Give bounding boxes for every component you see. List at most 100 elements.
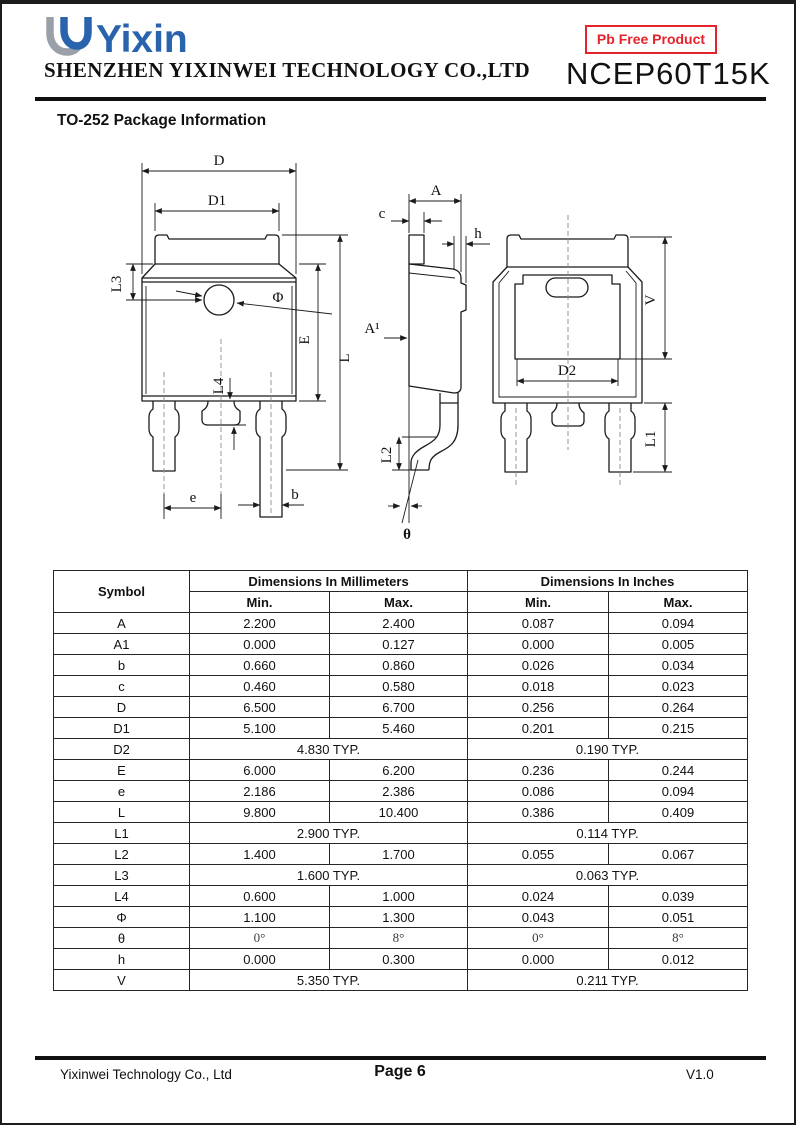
table-cell: 0.086 bbox=[467, 780, 609, 802]
table-cell: 1.400 bbox=[189, 843, 330, 865]
table-cell: 0° bbox=[189, 927, 330, 949]
table-cell: L2 bbox=[53, 843, 190, 865]
table-cell: 0.087 bbox=[467, 612, 609, 634]
table-cell: 1.600 TYP. bbox=[189, 864, 468, 886]
table-cell: V bbox=[53, 969, 190, 991]
table-cell: 1.100 bbox=[189, 906, 330, 928]
table-cell: 0.215 bbox=[608, 717, 748, 739]
col-header-inches: Dimensions In Inches bbox=[467, 570, 748, 592]
table-cell: A bbox=[53, 612, 190, 634]
pb-free-badge: Pb Free Product bbox=[585, 25, 717, 54]
dim-label-l: L bbox=[337, 353, 353, 362]
table-cell: 8° bbox=[608, 927, 748, 949]
dim-label-d1: D1 bbox=[208, 193, 226, 209]
table-cell: 0.409 bbox=[608, 801, 748, 823]
dimension-table: Symbol Dimensions In Millimeters Dimensi… bbox=[53, 570, 748, 991]
table-cell: 0.039 bbox=[608, 885, 748, 907]
package-drawing: D D1 L3 Φ E L L4 e b bbox=[109, 153, 672, 543]
table-cell: 0.244 bbox=[608, 759, 748, 781]
table-cell: 0.600 bbox=[189, 885, 330, 907]
table-cell: 0.256 bbox=[467, 696, 609, 718]
side-view-drawing: A c h A¹ L2 θ bbox=[364, 183, 490, 543]
table-cell: 0.190 TYP. bbox=[467, 738, 748, 760]
dim-label-l1: L1 bbox=[643, 431, 659, 448]
front-view-drawing: D D1 L3 Φ E L L4 e b bbox=[109, 153, 353, 519]
table-cell: 0.051 bbox=[608, 906, 748, 928]
table-cell: 6.700 bbox=[329, 696, 468, 718]
table-cell: 0.067 bbox=[608, 843, 748, 865]
table-cell: 0.300 bbox=[329, 948, 468, 970]
col-header-symbol: Symbol bbox=[53, 570, 190, 613]
table-cell: D1 bbox=[53, 717, 190, 739]
table-cell: A1 bbox=[53, 633, 190, 655]
table-cell: 0.094 bbox=[608, 612, 748, 634]
table-cell: 0.018 bbox=[467, 675, 609, 697]
page-title: TO-252 Package Information bbox=[57, 112, 267, 129]
table-cell: L bbox=[53, 801, 190, 823]
table-cell: 0.000 bbox=[189, 633, 330, 655]
dim-label-h: h bbox=[474, 226, 482, 242]
table-header-row: Symbol Dimensions In Millimeters Dimensi… bbox=[53, 570, 748, 613]
table-cell: 0.000 bbox=[467, 633, 609, 655]
table-cell: 5.350 TYP. bbox=[189, 969, 468, 991]
table-cell: 6.200 bbox=[329, 759, 468, 781]
table-cell: 10.400 bbox=[329, 801, 468, 823]
footer-version: V1.0 bbox=[686, 1067, 714, 1082]
table-cell: 0.034 bbox=[608, 654, 748, 676]
table-cell: 0.024 bbox=[467, 885, 609, 907]
table-cell: 0.580 bbox=[329, 675, 468, 697]
table-cell: h bbox=[53, 948, 190, 970]
footer-page-number: Page 6 bbox=[374, 1063, 426, 1080]
table-cell: 0.055 bbox=[467, 843, 609, 865]
company-name: SHENZHEN YIXINWEI TECHNOLOGY CO.,LTD bbox=[44, 58, 531, 82]
footer-divider bbox=[35, 1056, 766, 1060]
table-cell: 0.005 bbox=[608, 633, 748, 655]
dim-label-d: D bbox=[214, 153, 225, 169]
table-cell: 6.000 bbox=[189, 759, 330, 781]
table-cell: 0° bbox=[467, 927, 609, 949]
table-cell: 2.386 bbox=[329, 780, 468, 802]
dim-label-v: V bbox=[643, 294, 659, 305]
table-cell: L1 bbox=[53, 822, 190, 844]
dim-label-c: c bbox=[379, 206, 386, 222]
table-cell: 0.211 TYP. bbox=[467, 969, 748, 991]
table-cell: 2.200 bbox=[189, 612, 330, 634]
dim-label-a1: A¹ bbox=[364, 321, 379, 337]
table-cell: 5.100 bbox=[189, 717, 330, 739]
dim-label-e: e bbox=[190, 490, 197, 506]
table-cell: 0.012 bbox=[608, 948, 748, 970]
table-cell: L4 bbox=[53, 885, 190, 907]
table-cell: 8° bbox=[329, 927, 468, 949]
part-number: NCEP60T15K bbox=[566, 56, 771, 91]
table-cell: E bbox=[53, 759, 190, 781]
table-cell: 9.800 bbox=[189, 801, 330, 823]
table-cell: D bbox=[53, 696, 190, 718]
dim-label-l2: L2 bbox=[379, 447, 395, 464]
table-subheader-row: Min. Max. Min. Max. bbox=[54, 591, 748, 613]
table-cell: 1.000 bbox=[329, 885, 468, 907]
table-cell: 6.500 bbox=[189, 696, 330, 718]
table-cell: 0.386 bbox=[467, 801, 609, 823]
table-cell: 0.000 bbox=[467, 948, 609, 970]
table-cell: θ bbox=[53, 927, 190, 949]
dim-label-b: b bbox=[291, 487, 299, 503]
logo-wordmark: Yixin bbox=[96, 18, 188, 61]
table-cell: e bbox=[53, 780, 190, 802]
table-cell: 1.300 bbox=[329, 906, 468, 928]
dim-label-l4: L4 bbox=[211, 377, 227, 394]
table-cell: 0.023 bbox=[608, 675, 748, 697]
table-cell: Φ bbox=[53, 906, 190, 928]
table-cell: 0.264 bbox=[608, 696, 748, 718]
table-cell: 0.000 bbox=[189, 948, 330, 970]
dim-label-l3: L3 bbox=[109, 276, 125, 293]
table-cell: 0.114 TYP. bbox=[467, 822, 748, 844]
